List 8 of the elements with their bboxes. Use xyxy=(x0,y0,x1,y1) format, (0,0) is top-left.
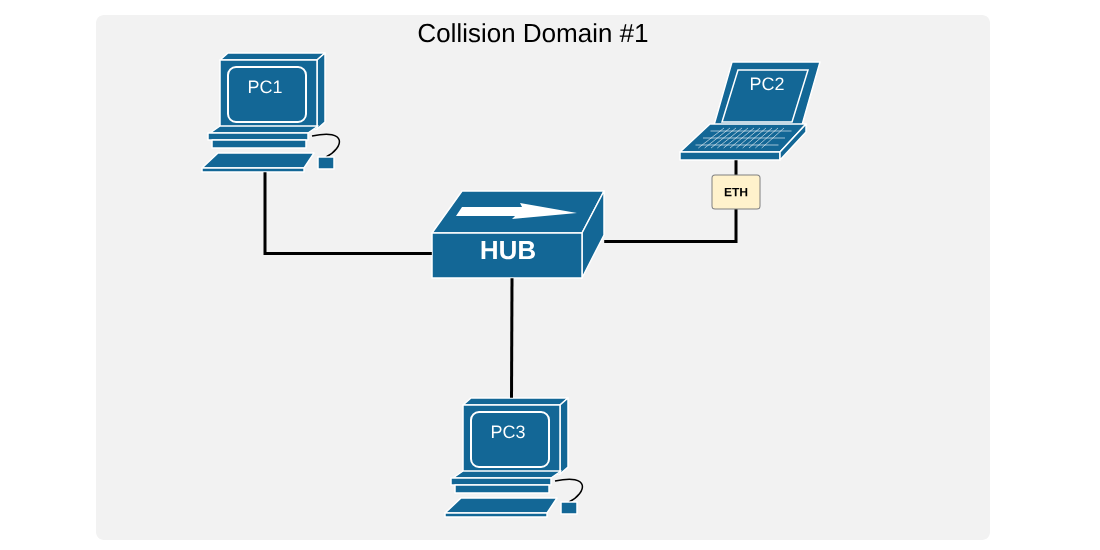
connection-line xyxy=(263,172,432,255)
desktop-computer-drawing: PC1 xyxy=(201,52,341,173)
interface-tag: ETH xyxy=(711,174,761,210)
desktop-computer-drawing: PC3 xyxy=(444,397,584,518)
node-label: HUB xyxy=(481,241,535,260)
hub-drawing: HUB xyxy=(431,190,605,279)
laptop-drawing: PC2 xyxy=(679,61,821,161)
connection-line xyxy=(510,278,514,398)
